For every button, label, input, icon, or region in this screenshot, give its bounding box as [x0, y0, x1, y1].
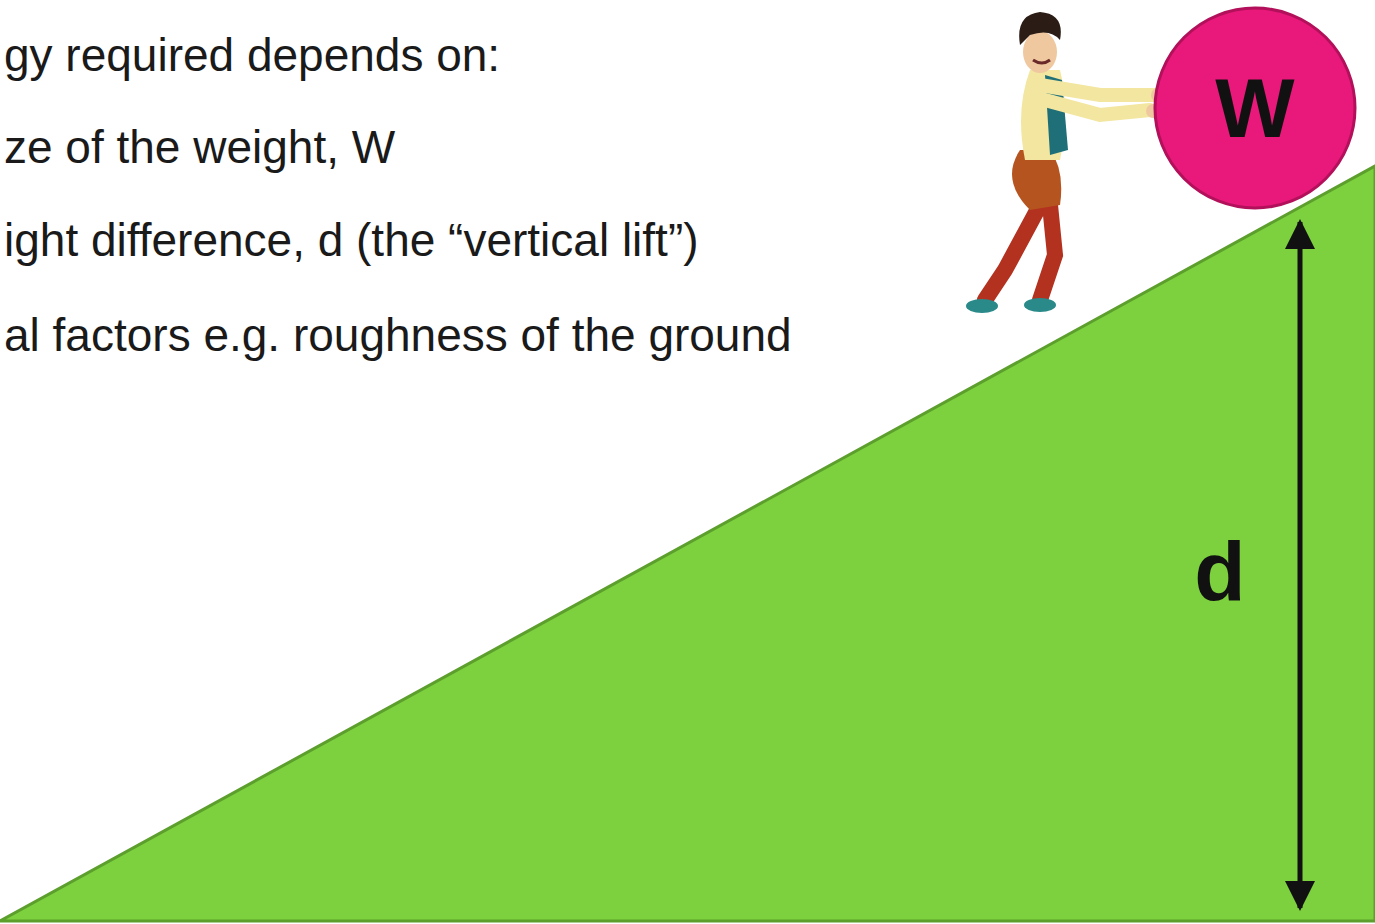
bullet-text: gy required depends on: [4, 30, 500, 81]
dimension-label: d [1194, 526, 1245, 618]
man-figure [966, 12, 1165, 313]
bullet-text: al factors e.g. roughness of the ground [4, 310, 792, 361]
height-arrow [1298, 222, 1303, 908]
weight-circle: W [1152, 5, 1358, 211]
weight-label: W [1215, 66, 1294, 150]
bullet-text: ight difference, d (the “vertical lift”) [4, 215, 699, 266]
bullet-text: ze of the weight, W [4, 122, 395, 173]
slope [0, 166, 1375, 921]
